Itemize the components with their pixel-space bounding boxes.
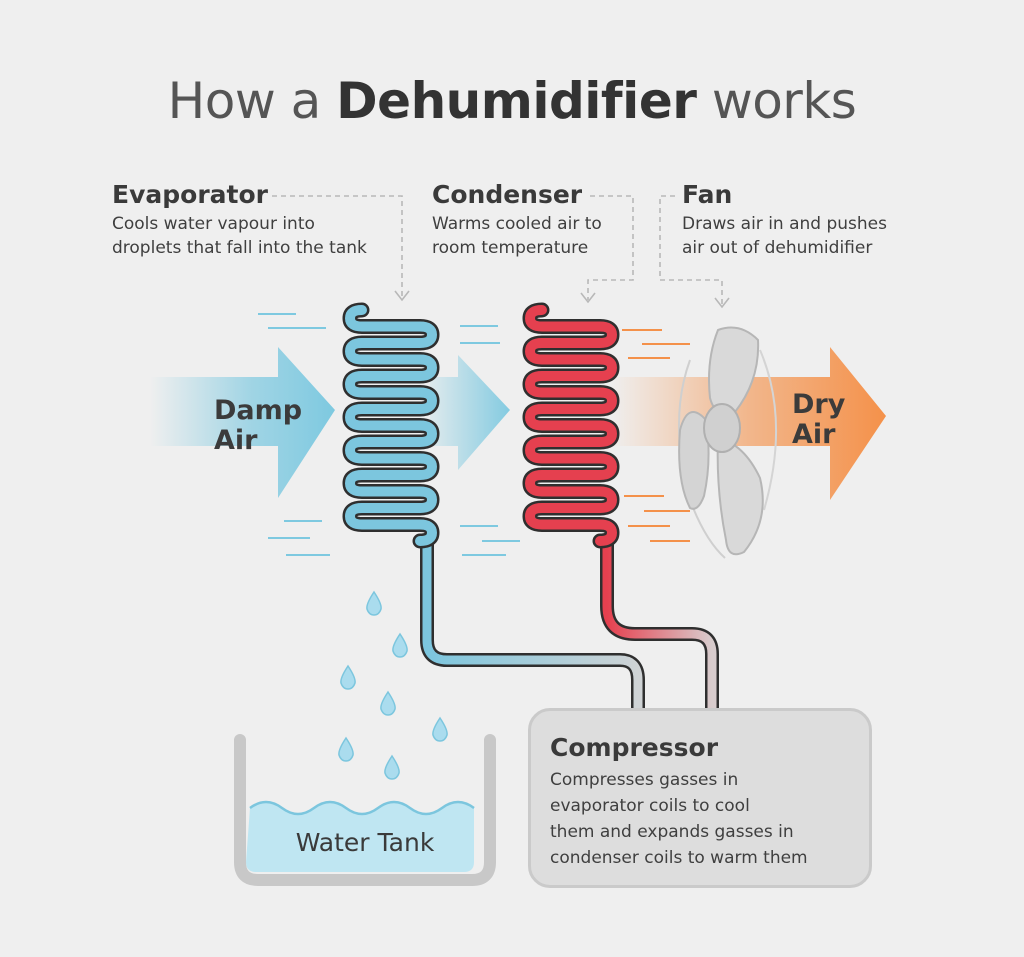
compressor-description-line-3: them and expands gasses in (550, 822, 794, 842)
evaporator-description-line-1: Cools water vapour into (112, 214, 315, 234)
fan-description-line-2: air out of dehumidifier (682, 238, 873, 258)
fan-description-line-1: Draws air in and pushes (682, 214, 887, 234)
evaporator-title: Evaporator (112, 180, 268, 209)
water-droplet-icon (392, 632, 408, 658)
water-droplet-icon (432, 716, 448, 742)
condenser-pipe (600, 533, 719, 717)
fan-label: Fan Draws air in and pushes air out of d… (682, 180, 887, 260)
compressor-title: Compressor (550, 733, 719, 762)
compressor-description-line-1: Compresses gasses in (550, 770, 739, 790)
page-title: How a Dehumidifier works (0, 72, 1024, 130)
compressor-description-line-2: evaporator coils to cool (550, 796, 750, 816)
damp-airflow-lines (258, 313, 520, 556)
title-emphasis: Dehumidifier (336, 72, 697, 130)
dry-air-label: Dry Air (792, 390, 845, 450)
condenser-coil-icon (522, 302, 620, 549)
fan-leader (659, 195, 723, 305)
water-droplet-icon (366, 590, 382, 616)
middle-air-arrow (430, 355, 510, 470)
water-droplets (338, 590, 448, 780)
damp-air-line-2: Air (214, 425, 258, 456)
water-droplet-icon (340, 664, 356, 690)
evaporator-coil-icon (342, 302, 440, 549)
fan-title: Fan (682, 180, 733, 209)
condenser-leader (587, 195, 634, 300)
condenser-description-line-2: room temperature (432, 238, 589, 258)
leader-arrowheads (394, 290, 730, 309)
condenser-label: Condenser Warms cooled air to room tempe… (432, 180, 602, 260)
damp-air-line-1: Damp (214, 395, 303, 426)
damp-air-label: Damp Air (214, 396, 302, 456)
dry-airflow-lines (622, 329, 690, 542)
water-droplet-icon (384, 754, 400, 780)
evaporator-label: Evaporator Cools water vapour into dropl… (112, 180, 367, 260)
title-suffix: works (711, 72, 857, 130)
fan-icon (678, 326, 778, 559)
condenser-title: Condenser (432, 180, 583, 209)
compressor-description-line-4: condenser coils to warm them (550, 848, 808, 868)
evaporator-description-line-2: droplets that fall into the tank (112, 238, 367, 258)
dry-air-line-1: Dry (792, 389, 846, 420)
water-tank-icon (234, 734, 496, 886)
dry-air-line-2: Air (792, 419, 836, 450)
dry-air-arrow (610, 347, 886, 500)
compressor-box: Compressor Compresses gasses in evaporat… (528, 708, 872, 888)
water-tank-label: Water Tank (295, 828, 435, 857)
evaporator-leader (272, 195, 403, 298)
leader-lines (272, 195, 723, 305)
title-prefix: How a (167, 72, 322, 130)
condenser-description-line-1: Warms cooled air to (432, 214, 602, 234)
damp-air-arrow (150, 347, 335, 498)
evaporator-pipe (420, 533, 645, 717)
water-droplet-icon (380, 690, 396, 716)
water-droplet-icon (338, 736, 354, 762)
